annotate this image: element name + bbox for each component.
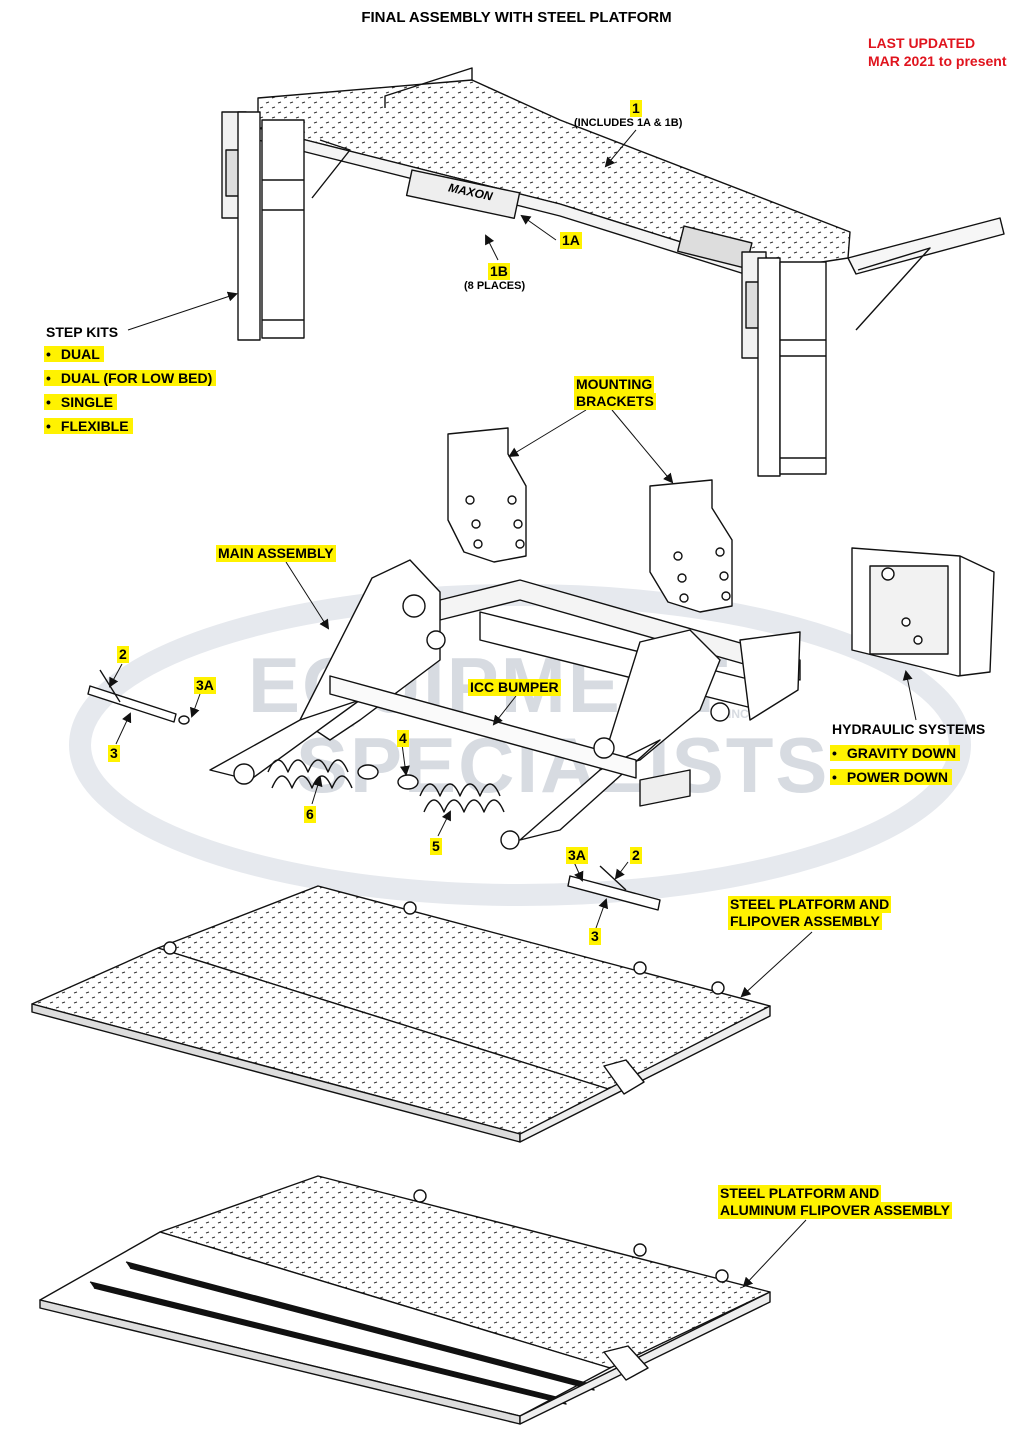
step-kit-item: •SINGLE <box>44 390 216 414</box>
hydraulic-item: •POWER DOWN <box>830 765 960 789</box>
steel-platform-flipover-drawing <box>31 885 771 1143</box>
callout-1-note: (INCLUDES 1A & 1B) <box>574 117 683 129</box>
icc-bumper-label: ICC BUMPER <box>468 679 561 696</box>
step-kits-heading: STEP KITS <box>46 324 119 340</box>
aluminum-flipover-label-1: STEEL PLATFORM AND <box>718 1185 882 1202</box>
callout-1a: 1A <box>560 232 582 249</box>
callout-2-left: 2 <box>117 646 129 663</box>
hydraulic-unit-drawing <box>851 547 995 677</box>
pins-drawing <box>87 669 661 911</box>
springs-drawing <box>267 759 505 813</box>
steel-flipover-label-1: STEEL PLATFORM AND <box>728 896 892 913</box>
mounting-brackets-drawing <box>447 427 733 613</box>
callout-5: 5 <box>430 838 442 855</box>
steel-platform-aluminum-flipover-drawing <box>39 1175 771 1425</box>
watermark-suffix: INC <box>728 707 749 721</box>
main-assembly-label: MAIN ASSEMBLY <box>216 545 336 562</box>
step-kit-item: •FLEXIBLE <box>44 414 216 438</box>
hydraulic-list: •GRAVITY DOWN •POWER DOWN <box>830 741 961 789</box>
leader-lines <box>109 129 917 1288</box>
main-assembly-drawing <box>209 559 801 850</box>
callout-3-right: 3 <box>589 928 601 945</box>
callout-1b: 1B <box>488 263 510 280</box>
aluminum-flipover-label-2: ALUMINUM FLIPOVER ASSEMBLY <box>718 1202 952 1219</box>
step-kit-left-drawing <box>221 111 305 341</box>
bumper-platform-drawing <box>257 67 1005 331</box>
callout-1: 1 <box>630 100 642 117</box>
page-title: FINAL ASSEMBLY WITH STEEL PLATFORM <box>361 9 672 26</box>
steel-flipover-label-2: FLIPOVER ASSEMBLY <box>728 913 882 930</box>
watermark-line2: SPECIALISTS <box>296 721 830 809</box>
step-kit-item: •DUAL <box>44 342 216 366</box>
step-kit-item: •DUAL (FOR LOW BED) <box>44 366 217 390</box>
callout-4: 4 <box>397 730 409 747</box>
hydraulic-item: •GRAVITY DOWN <box>830 741 961 765</box>
callout-3a-left: 3A <box>194 677 216 694</box>
last-updated-date: MAR 2021 to present <box>868 53 1007 69</box>
hydraulic-heading: HYDRAULIC SYSTEMS <box>832 721 986 737</box>
bushings-drawing <box>357 764 419 790</box>
callout-6: 6 <box>304 806 316 823</box>
callout-2-right: 2 <box>630 847 642 864</box>
mounting-brackets-label-1: MOUNTING <box>574 376 655 393</box>
step-kits-list: •DUAL •DUAL (FOR LOW BED) •SINGLE •FLEXI… <box>44 342 217 438</box>
callout-3a-right: 3A <box>566 847 588 864</box>
callout-1b-note: (8 PLACES) <box>464 280 526 292</box>
step-kit-right-drawing <box>741 251 827 477</box>
mounting-brackets-label-2: BRACKETS <box>574 393 656 410</box>
last-updated-label: LAST UPDATED <box>868 35 976 51</box>
callout-3-left: 3 <box>108 745 120 762</box>
